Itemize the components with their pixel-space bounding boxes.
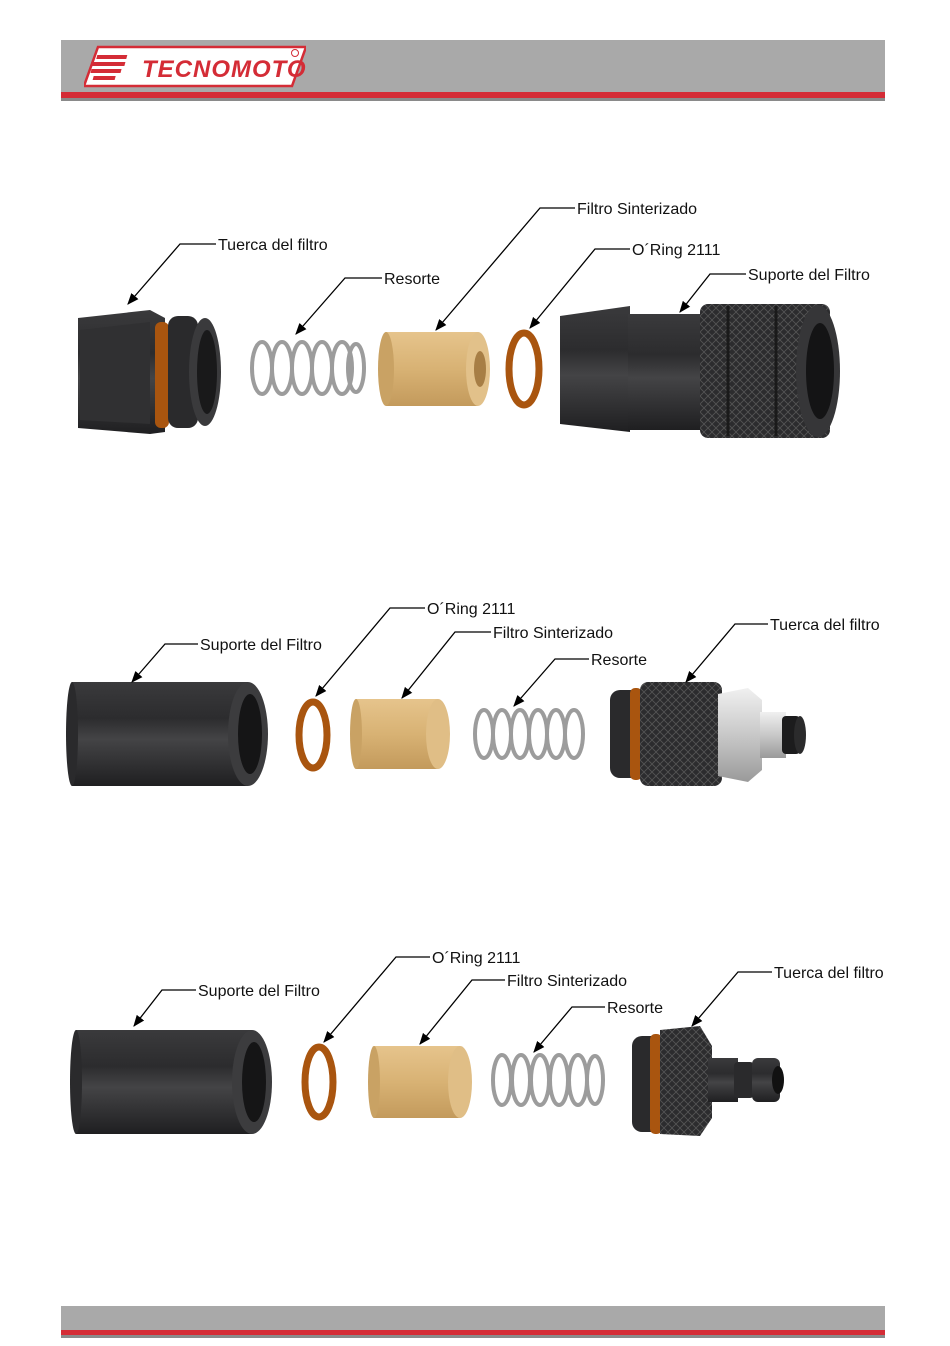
assembly-3-sinter-filter (368, 1046, 472, 1118)
a3-label-sinter: Filtro Sinterizado (507, 973, 627, 990)
assembly-2-sinter-filter (350, 699, 450, 769)
assembly-1-spring (252, 342, 364, 394)
a3-label-nut: Tuerca del filtro (774, 965, 884, 982)
assembly-3-spring (493, 1055, 603, 1105)
assembly-3-nut (632, 1026, 784, 1136)
assembly-2-support (66, 682, 268, 786)
a2-label-sinter: Filtro Sinterizado (493, 625, 613, 642)
a3-label-oring: O´Ring 2111 (432, 950, 520, 967)
assembly-3-support (70, 1030, 272, 1134)
a2-label-oring: O´Ring 2111 (427, 601, 515, 618)
assembly-2-spring (475, 710, 583, 758)
a1-label-oring: O´Ring 2111 (632, 242, 720, 259)
assembly-2-nut (610, 682, 806, 786)
assembly-1-oring (509, 333, 539, 405)
footer-band (61, 1306, 885, 1330)
a1-label-sinter: Filtro Sinterizado (577, 201, 697, 218)
assembly-1-nut (78, 310, 221, 434)
assembly-3: Suporte del Filtro O´Ring 2111 Filtro Si… (70, 950, 884, 1136)
assembly-1-sinter-filter (378, 332, 490, 406)
assembly-1: Tuerca del filtro Resorte Filtro Sinteri… (78, 201, 870, 438)
a1-label-support: Suporte del Filtro (748, 267, 870, 284)
a2-label-spring: Resorte (591, 652, 647, 669)
assembly-1-support (560, 304, 840, 438)
assembly-2-oring (299, 702, 327, 768)
a1-label-nut: Tuerca del filtro (218, 237, 328, 254)
a3-label-support: Suporte del Filtro (198, 983, 320, 1000)
a2-label-nut: Tuerca del filtro (770, 617, 880, 634)
a1-label-spring: Resorte (384, 271, 440, 288)
footer-shadow-stripe (61, 1335, 885, 1338)
a2-label-support: Suporte del Filtro (200, 637, 322, 654)
assembly-3-oring (305, 1047, 333, 1117)
a3-label-spring: Resorte (607, 1000, 663, 1017)
assembly-2: Suporte del Filtro O´Ring 2111 Filtro Si… (66, 601, 880, 786)
